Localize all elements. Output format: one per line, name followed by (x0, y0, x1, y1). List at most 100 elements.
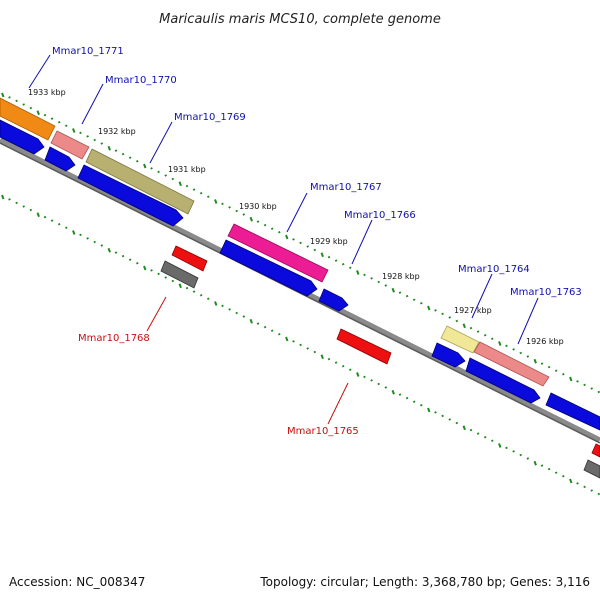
minor-tick (100, 244, 104, 247)
major-tick (214, 199, 218, 204)
minor-tick (114, 149, 118, 152)
red-gene-edge[interactable] (591, 443, 600, 458)
minor-tick (150, 167, 153, 170)
cds-arrow[interactable] (318, 288, 349, 312)
minor-tick (192, 188, 196, 191)
scale-label-1927: 1927 kbp (454, 306, 492, 315)
cds-arrow[interactable] (431, 342, 466, 368)
minor-tick (405, 396, 409, 400)
cds-arrow[interactable] (465, 357, 541, 404)
minor-tick (590, 489, 593, 492)
label-mmar10-1769[interactable]: Mmar10_1769 (174, 112, 246, 123)
minor-tick (50, 219, 54, 222)
minor-tick (157, 170, 160, 174)
major-tick (285, 234, 289, 240)
minor-tick (121, 254, 125, 258)
minor-tick (93, 240, 96, 244)
gene-mmar10-1771[interactable] (0, 97, 56, 141)
minor-tick (441, 312, 444, 316)
minor-tick (93, 138, 96, 142)
label-mmar10-1767[interactable]: Mmar10_1767 (310, 182, 382, 193)
minor-tick (270, 227, 274, 230)
label-mmar10-1766[interactable]: Mmar10_1766 (344, 210, 416, 221)
gene-mmar10-1769[interactable] (85, 148, 195, 215)
minor-tick (221, 304, 224, 308)
major-tick (249, 216, 253, 222)
minor-tick (405, 294, 409, 298)
gray-gene[interactable] (160, 260, 199, 289)
label-mmar10-1768[interactable]: Mmar10_1768 (78, 333, 150, 344)
label-mmar10-1763[interactable]: Mmar10_1763 (510, 287, 582, 298)
cds-arrow[interactable] (44, 146, 76, 172)
gray-gene-edge[interactable] (583, 459, 600, 479)
minor-tick (363, 273, 366, 277)
minor-tick (57, 120, 61, 124)
minor-tick (341, 364, 345, 368)
major-tick (569, 478, 573, 484)
minor-tick (341, 262, 345, 266)
cds-arrow[interactable] (545, 392, 600, 431)
minor-tick (313, 350, 317, 354)
minor-tick (313, 248, 317, 252)
major-tick (391, 389, 395, 395)
major-tick (462, 425, 466, 431)
minor-tick (349, 368, 352, 371)
minor-tick (483, 333, 487, 337)
cds-arrow[interactable] (77, 164, 184, 227)
label-mmar10-1765[interactable]: Mmar10_1765 (287, 426, 359, 437)
cds-arrow[interactable] (0, 119, 45, 155)
gene-mmar10-1763[interactable] (473, 341, 550, 387)
minor-tick (228, 206, 231, 209)
cds-arrow[interactable] (219, 239, 318, 297)
minor-tick (327, 255, 331, 259)
minor-tick (540, 464, 544, 467)
major-tick (498, 443, 502, 448)
gene-mmar10-1770[interactable] (50, 130, 90, 160)
minor-tick (8, 96, 11, 99)
minor-tick (526, 457, 530, 460)
minor-tick (114, 251, 118, 254)
minor-tick (476, 432, 480, 435)
major-tick (143, 163, 147, 169)
label-mmar10-1771[interactable]: Mmar10_1771 (52, 46, 124, 57)
scale-label-1931: 1931 kbp (168, 165, 206, 174)
minor-tick (228, 308, 231, 311)
scale-label-1926: 1926 kbp (526, 337, 564, 346)
major-tick (214, 301, 218, 306)
minor-tick (363, 375, 366, 379)
minor-tick (199, 293, 203, 297)
gene-mmar10-1765[interactable] (336, 328, 392, 365)
upper-tick-row (1, 92, 600, 394)
minor-tick (8, 198, 11, 201)
minor-tick (519, 351, 522, 355)
minor-tick (377, 280, 380, 284)
minor-tick (597, 492, 600, 496)
label-mmar10-1764[interactable]: Mmar10_1764 (458, 264, 530, 275)
minor-tick (79, 131, 82, 135)
minor-tick (185, 286, 189, 290)
gene-mmar10-1768[interactable] (171, 245, 208, 272)
minor-tick (398, 393, 402, 396)
minor-tick (576, 380, 579, 383)
minor-tick (263, 325, 267, 329)
gene-mmar10-1767[interactable] (227, 223, 329, 283)
cds-features (0, 119, 600, 431)
minor-tick (306, 347, 309, 350)
minor-tick (50, 117, 54, 120)
major-tick (498, 341, 502, 346)
minor-tick (192, 290, 196, 293)
major-tick (107, 145, 111, 151)
gene-mmar10-1764[interactable] (440, 325, 480, 354)
minor-tick (505, 446, 508, 450)
minor-tick (512, 348, 515, 351)
minor-tick (100, 142, 104, 145)
major-tick (285, 336, 289, 342)
minor-tick (242, 213, 246, 216)
minor-tick (512, 450, 515, 453)
minor-tick (526, 355, 530, 358)
label-mmar10-1770[interactable]: Mmar10_1770 (105, 75, 177, 86)
minor-tick (476, 330, 480, 333)
minor-tick (562, 373, 565, 376)
minor-tick (15, 201, 18, 205)
major-tick (107, 247, 111, 253)
